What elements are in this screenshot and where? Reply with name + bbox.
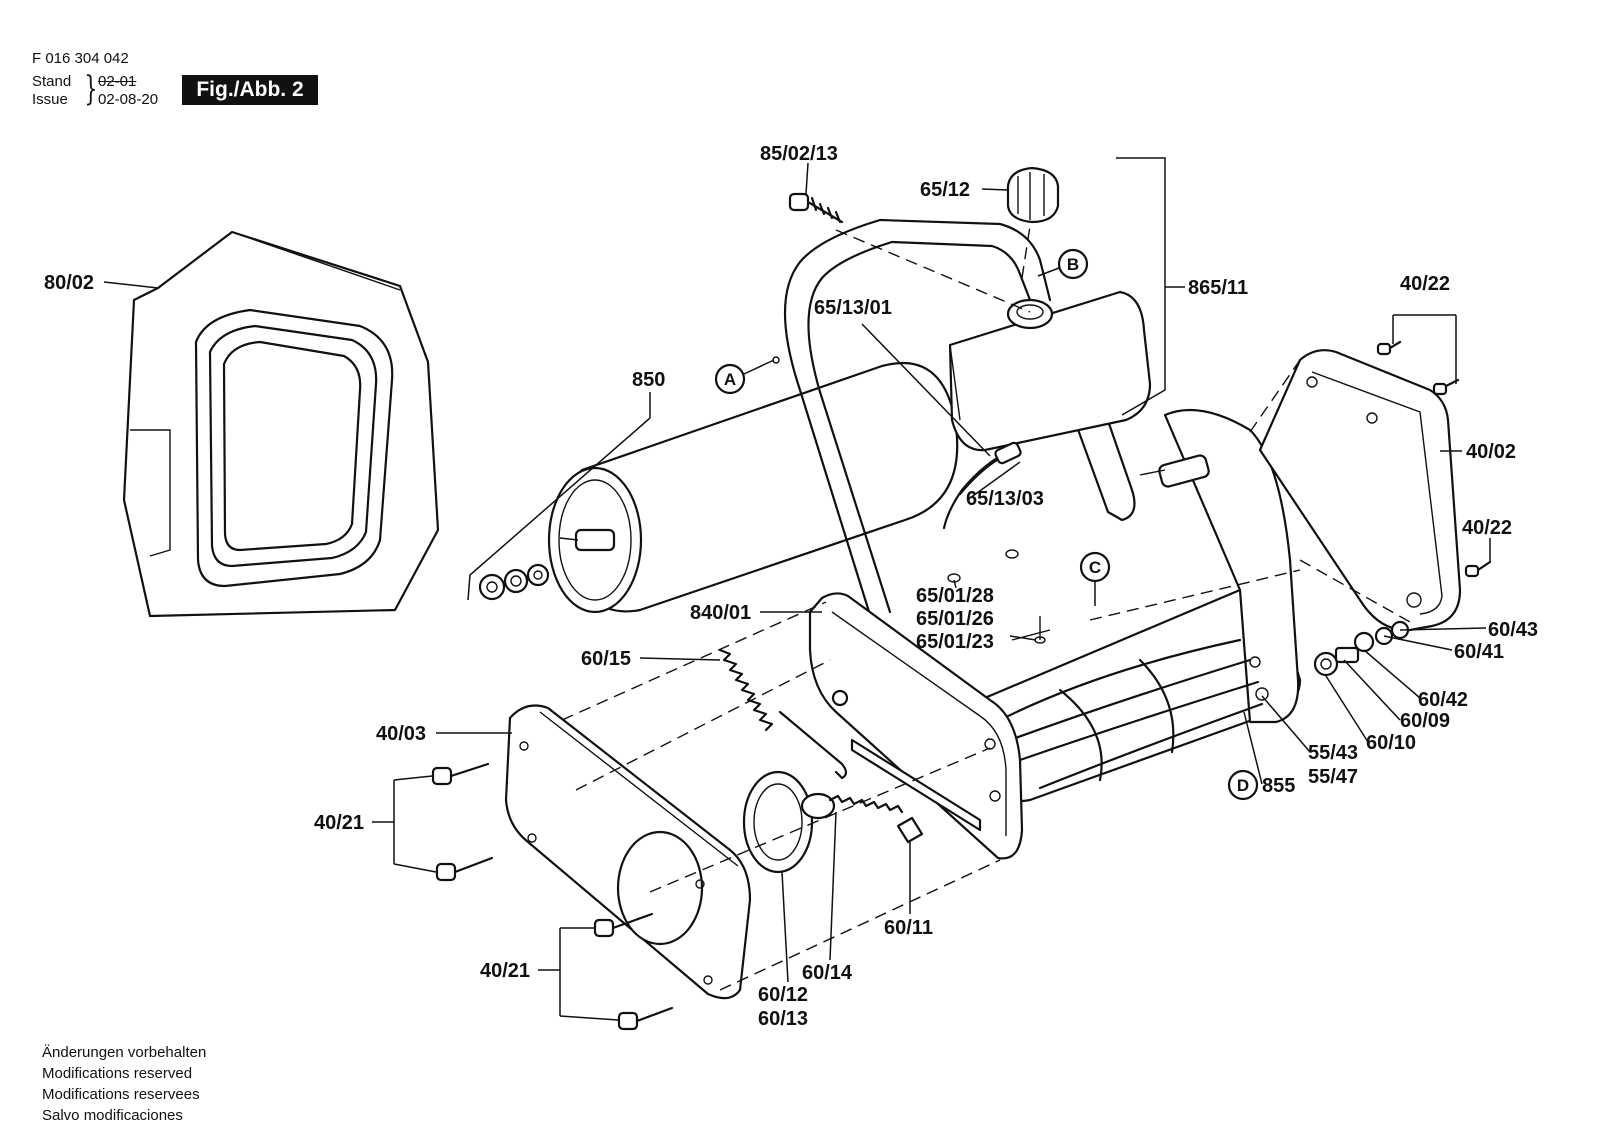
label-60-14: 60/14 (802, 962, 853, 984)
roller (467, 361, 959, 614)
spring-long (718, 648, 848, 780)
screw-40-22-c (1464, 560, 1492, 578)
label-840-01: 840/01 (690, 602, 751, 624)
label-60-11: 60/11 (884, 917, 933, 939)
callout-c: C (1079, 551, 1111, 606)
label-60-12: 60/12 (758, 984, 808, 1006)
label-65-01-28: 65/01/28 (916, 585, 994, 607)
note-spanish: Salvo modificaciones (42, 1107, 183, 1124)
label-60-09: 60/09 (1400, 710, 1450, 732)
brace-symbol: } (84, 69, 98, 109)
leader-lines (103, 157, 1491, 1021)
label-55-47: 55/47 (1308, 766, 1358, 788)
adjuster-parts (1313, 620, 1410, 677)
label-60-15: 60/15 (581, 648, 631, 670)
label-40-03: 40/03 (376, 723, 426, 745)
label-85-02-13: 85/02/13 (760, 143, 838, 165)
svg-text:C: C (1089, 558, 1101, 577)
label-60-13: 60/13 (758, 1008, 808, 1030)
hose (942, 441, 1022, 530)
cap (1006, 166, 1060, 224)
bearing (742, 770, 836, 874)
tank (948, 290, 1152, 452)
label-40-21-upper: 40/21 (314, 812, 364, 834)
note-german: Änderungen vorbehalten (42, 1044, 207, 1061)
label-65-01-26: 65/01/26 (916, 608, 994, 630)
label-80-02: 80/02 (44, 272, 94, 294)
cutting-reel (998, 638, 1264, 790)
callout-a: A (714, 356, 780, 395)
screw-40-21-2 (435, 856, 494, 882)
label-40-22-right: 40/22 (1462, 517, 1512, 539)
end-cover-plate (504, 704, 752, 1000)
right-cover-plate (1258, 349, 1462, 632)
callout-d: D (1227, 769, 1259, 801)
label-40-21-lower: 40/21 (480, 960, 530, 982)
modification-notes: Änderungen vorbehalten Modifications res… (42, 1042, 206, 1126)
svg-text:B: B (1067, 255, 1079, 274)
issue-label: Issue (32, 91, 68, 108)
roller-nut-washers (478, 563, 550, 601)
svg-text:A: A (724, 370, 736, 389)
screw-40-22-b (1432, 378, 1460, 396)
stand-label: Stand (32, 73, 72, 90)
screw-40-21-3 (593, 912, 654, 938)
alignment-lines (561, 225, 1411, 991)
label-60-43: 60/43 (1488, 619, 1538, 641)
rod-fastener (947, 549, 1051, 644)
grass-box (122, 230, 440, 618)
issue-date: 02-08-20 (98, 91, 159, 108)
screw-40-22-a (1376, 340, 1402, 356)
note-french: Modifications reservees (42, 1086, 200, 1103)
part-number: F 016 304 042 (32, 50, 129, 67)
label-865-11: 865/11 (1188, 277, 1248, 299)
label-60-42: 60/42 (1418, 689, 1468, 711)
screws (431, 192, 1492, 1031)
housing (978, 408, 1302, 803)
old-date: 02-01 (98, 73, 137, 90)
spring-short (828, 794, 904, 814)
label-60-41: 60/41 (1454, 641, 1504, 663)
handle-frame (783, 218, 1136, 617)
part-labels: 85/02/13 65/12 865/11 80/02 65/13/01 850… (44, 143, 1538, 1030)
label-65-01-23: 65/01/23 (916, 631, 994, 653)
label-65-12: 65/12 (920, 179, 970, 201)
label-65-13-03: 65/13/03 (966, 488, 1044, 510)
label-40-22-top: 40/22 (1400, 273, 1450, 295)
label-850: 850 (632, 369, 665, 391)
label-855: 855 (1262, 775, 1295, 797)
label-60-10: 60/10 (1366, 732, 1416, 754)
callout-b: B (1037, 248, 1089, 280)
clip (896, 816, 924, 844)
label-55-43: 55/43 (1308, 742, 1358, 764)
label-65-13-01: 65/13/01 (814, 297, 892, 319)
figure-title: Fig./Abb. 2 (182, 75, 318, 105)
side-plate (808, 592, 1024, 860)
label-40-02: 40/02 (1466, 441, 1516, 463)
note-english: Modifications reserved (42, 1065, 193, 1082)
screw-85-02-13 (788, 192, 844, 224)
screw-40-21-1 (431, 762, 490, 786)
svg-text:D: D (1237, 776, 1249, 795)
screw-40-21-4 (617, 1006, 674, 1031)
